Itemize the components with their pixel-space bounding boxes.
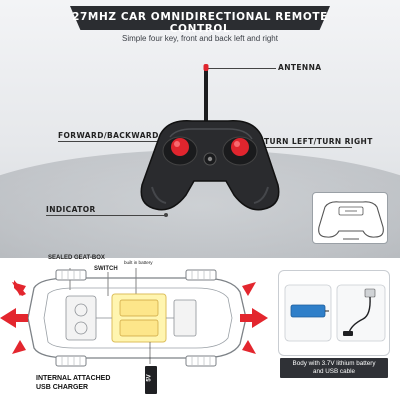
- turn-label: TURN LEFT/TURN RIGHT: [264, 137, 373, 146]
- switch-label: SWITCH: [94, 266, 118, 272]
- battery-caption-line1: Body with 3.7V lithium battery: [292, 360, 376, 367]
- title-banner: [70, 6, 330, 30]
- turn-callout-line: [238, 147, 352, 148]
- remote-control-panel: 27MHZ CAR OMNIDIRECTIONAL REMOTE CONTROL…: [0, 0, 400, 258]
- forward-backward-callout-line: [58, 141, 170, 142]
- battery-cable-card: [278, 270, 390, 356]
- page-title: 27MHZ CAR OMNIDIRECTIONAL REMOTE CONTROL: [72, 11, 328, 35]
- usb-charger-label: INTERNAL ATTACHED USB CHARGER: [36, 374, 110, 392]
- usb-plug-tag-text: 5V: [146, 374, 153, 382]
- antenna-callout-line: [206, 68, 276, 69]
- remote-controller-image: [140, 64, 280, 211]
- usb-plug-tag: 5V: [145, 366, 157, 394]
- forward-backward-label: FORWARD/BACKWARD: [58, 131, 159, 140]
- battery-and-cable-image: [284, 284, 386, 342]
- battery-caption-line2: and USB cable: [312, 368, 355, 375]
- battery-caption: Body with 3.7V lithium battery and USB c…: [280, 358, 388, 378]
- built-in-battery-label: built in battery: [124, 260, 153, 265]
- controller-outline-icon: [318, 201, 384, 240]
- direction-arrows: [0, 280, 268, 354]
- indicator-callout-line: [46, 215, 166, 216]
- indicator-label: INDICATOR: [46, 205, 96, 214]
- usb-charger-label-line1: INTERNAL ATTACHED: [36, 375, 111, 382]
- usb-charger-label-line2: USB CHARGER: [36, 384, 89, 391]
- controller-diagram-inset: [312, 192, 388, 244]
- page-subtitle: Simple four key, front and back left and…: [122, 34, 278, 43]
- car-chassis-diagram: [0, 268, 268, 367]
- indicator-callout-dot: [164, 213, 168, 217]
- sealed-gearbox-label: SEALED GEAT-BOX: [48, 255, 105, 261]
- antenna-label: ANTENNA: [278, 63, 322, 72]
